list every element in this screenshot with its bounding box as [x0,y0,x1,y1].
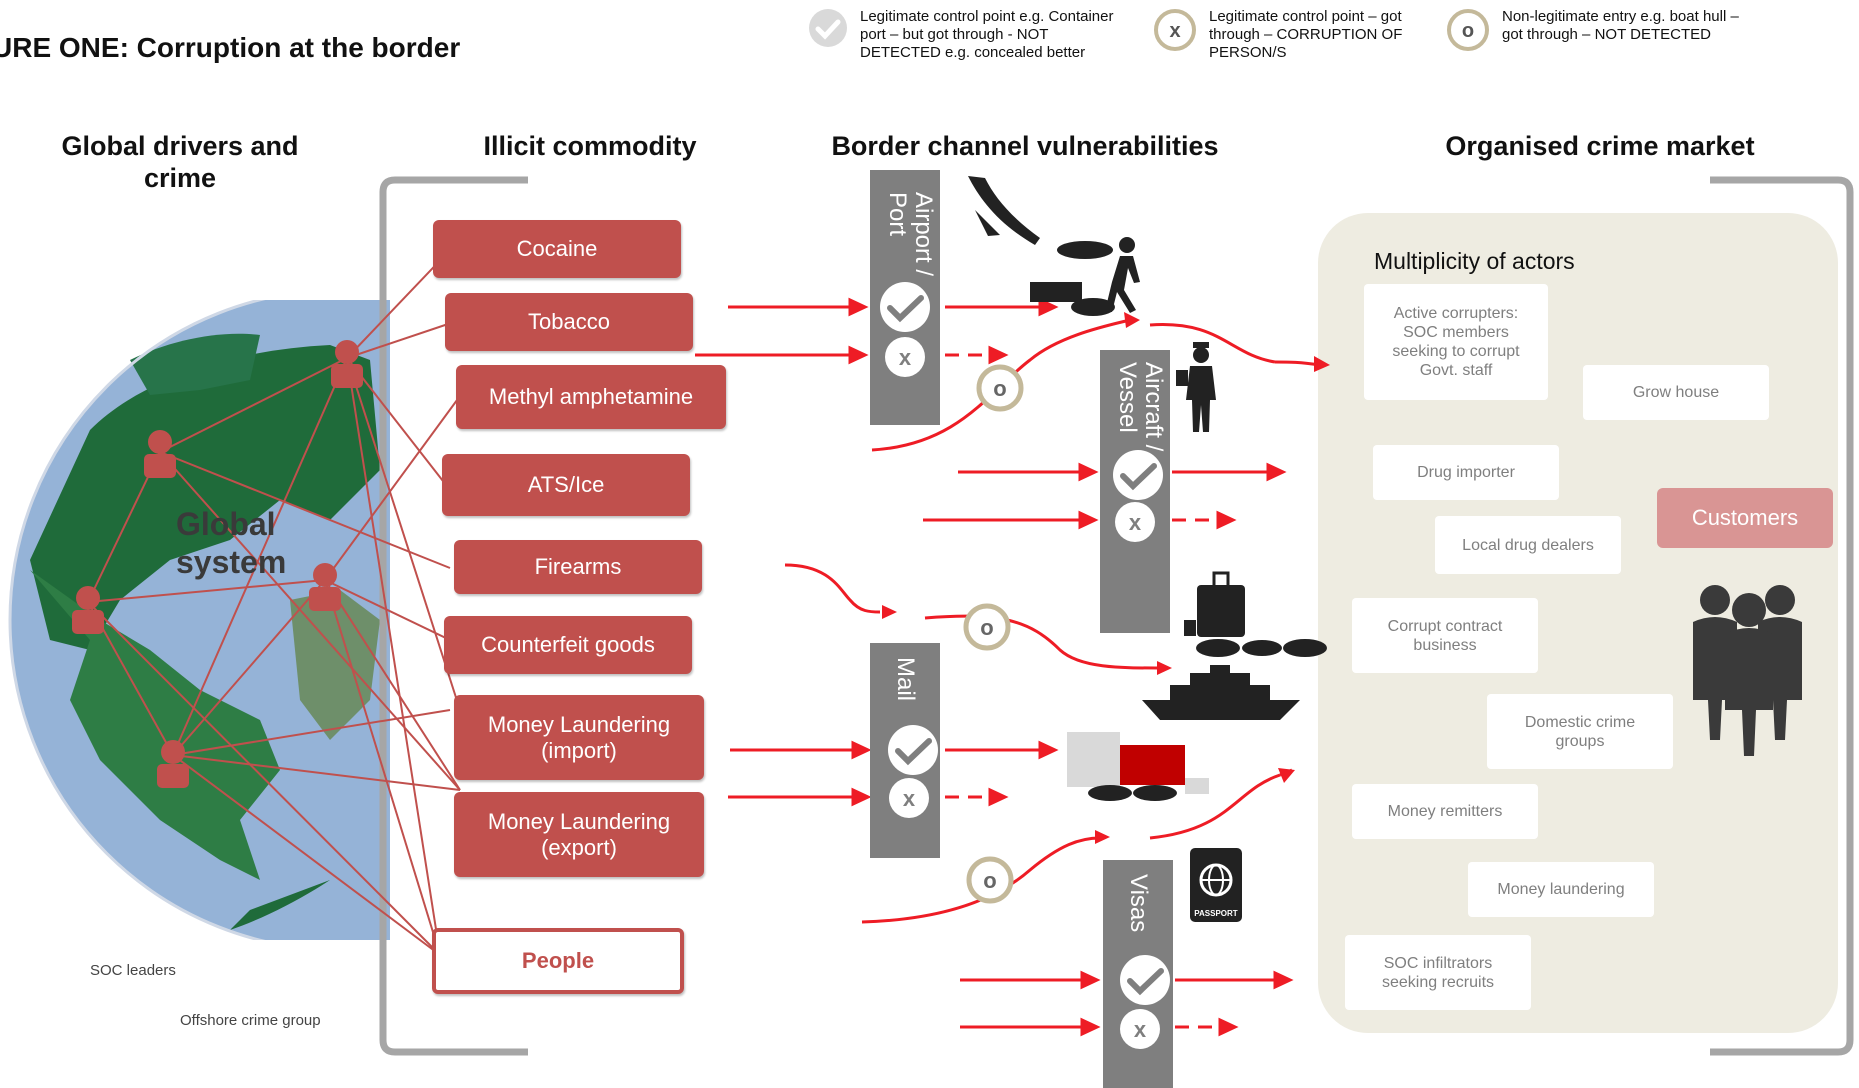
heading-border-channels: Border channel vulnerabilities [831,131,1219,161]
actor-money-remitters: Money remitters [1352,784,1538,839]
channel-label: Aircraft / Vessel [1114,362,1167,452]
channel-label: Visas [1125,874,1152,933]
channel-mail: Mail [870,643,940,858]
crime-nodes [72,340,363,788]
o-glyph: o [1462,20,1474,42]
global-system-label: Global system [176,506,287,580]
channel-label: Mail [892,657,919,702]
actor-active-corrupters: Active corrupters: SOC members seeking t… [1364,284,1548,400]
globe-icon [8,300,390,940]
commodity-people: People [432,928,684,994]
commodity-money-laundering-export: Money Laundering (export) [454,792,704,877]
curved-arrowheads [882,312,1330,844]
dashed-arrows [945,345,1239,1037]
channel-visas: Visas [1103,860,1173,1088]
heading-illicit-commodity: Illicit commodity [483,131,697,161]
commodity-bracket [379,176,528,1056]
person-node-icon [331,340,363,388]
curved-arrows [784,318,1281,924]
actor-soc-infiltrators: SOC infiltrators seeking recruits [1345,935,1531,1010]
person-node-icon [144,430,176,478]
network-lines [87,249,461,956]
legend-text: Legitimate control point – got through –… [1209,8,1403,61]
commodity-methyl-amphetamine: Methyl amphetamine [456,365,726,429]
person-node-icon [157,740,189,788]
legend-item-non-legitimate: o Non-legitimate entry e.g. boat hull – … [1446,8,1739,52]
flow-arrows [695,297,1294,1037]
o-icon: o [1447,9,1489,51]
offshore-crime-group-label: Offshore crime group [180,1012,321,1029]
actor-domestic-crime-groups: Domestic crime groups [1487,694,1673,769]
channel-label: Airport / Port [884,192,937,277]
commodity-counterfeit-goods: Counterfeit goods [444,616,692,674]
actor-drug-importer: Drug importer [1373,445,1559,500]
x-glyph: x [1169,20,1180,42]
legend-item-not-detected: Legitimate control point e.g. Container … [808,8,1113,62]
actor-money-laundering: Money laundering [1468,862,1654,917]
channel-aircraft-vessel: Aircraft / Vessel [1100,350,1170,633]
heading-crime-market: Organised crime market [1445,131,1755,161]
actor-grow-house: Grow house [1583,365,1769,420]
actor-corrupt-contract-business: Corrupt contract business [1352,598,1538,673]
legend-item-corruption: x Legitimate control point – got through… [1153,8,1402,62]
multiplicity-label: Multiplicity of actors [1374,248,1575,274]
legend-text: Legitimate control point e.g. Container … [860,8,1114,61]
commodity-ats-ice: ATS/Ice [442,454,690,516]
person-node-icon [309,563,341,611]
market-bracket [1710,176,1854,1056]
person-node-icon [72,586,104,634]
soc-leaders-label: SOC leaders [90,962,176,979]
x-icon: x [1154,9,1196,51]
commodity-money-laundering-import: Money Laundering (import) [454,695,704,780]
check-icon [809,9,847,47]
heading-global-drivers: Global drivers and crime [61,131,299,193]
actor-local-drug-dealers: Local drug dealers [1435,516,1621,574]
figure-title: URE ONE: Corruption at the border [0,32,461,63]
customers-box: Customers [1657,488,1833,548]
channel-airport-port: Airport / Port [870,170,940,425]
commodity-tobacco: Tobacco [445,293,693,351]
legend-text: Non-legitimate entry e.g. boat hull – go… [1502,8,1739,43]
commodity-cocaine: Cocaine [433,220,681,278]
commodity-firearms: Firearms [454,540,702,594]
